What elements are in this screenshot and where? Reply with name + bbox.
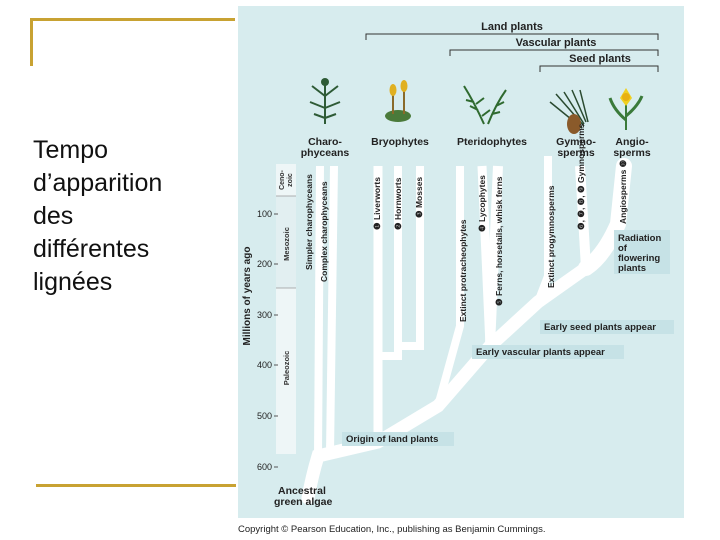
era-paleozoic-band bbox=[276, 288, 296, 454]
slide-text-line: différentes bbox=[33, 235, 150, 263]
branch-label-complex-charophyceans: Complex charophyceans bbox=[319, 181, 329, 282]
branch-label-hornworts: ❷ Hornworts bbox=[393, 177, 403, 230]
era-mesozoic-band bbox=[276, 196, 296, 288]
header-bryophytes: Bryophytes bbox=[371, 136, 429, 148]
slide-text-line: lignées bbox=[33, 268, 113, 296]
origin-land-label: Origin of land plants bbox=[346, 434, 438, 445]
fern-illustration bbox=[463, 85, 507, 125]
group-label-land-plants: Land plants bbox=[481, 21, 543, 33]
early-vascular-label: Early vascular plants appear bbox=[476, 347, 605, 358]
branch-label-extinct-protracheophytes: Extinct protracheophytes bbox=[458, 219, 468, 322]
branch-label-angiosperms: Angiosperms ❿ bbox=[618, 159, 628, 224]
early-seed-label: Early seed plants appear bbox=[544, 322, 656, 333]
origin-land-box bbox=[342, 432, 454, 446]
slide-text-line: des bbox=[33, 202, 74, 230]
angiosperm-illustration bbox=[608, 88, 644, 130]
branch-label-lycophytes: ❹ Lycophytes bbox=[477, 175, 487, 232]
branch-label-gymnosperms: ❻, ❼, ❽, ❾ Gymnosperms bbox=[576, 123, 586, 230]
early-seed-box bbox=[540, 320, 674, 334]
header-gymnosperms-line: Gymno- bbox=[556, 136, 596, 148]
branch-label-extinct-progymnosperms: Extinct progymnosperms bbox=[546, 185, 556, 288]
charophycean-illustration bbox=[309, 78, 341, 124]
slide-text: Tempo d’apparition des différentes ligné… bbox=[33, 134, 233, 299]
axis-label: Millions of years ago bbox=[242, 247, 253, 346]
era-label-mesozoic: Mesozoic bbox=[282, 227, 291, 261]
branch-label-simpler-charophyceans: Simpler charophyceans bbox=[304, 174, 314, 270]
slide-text-line: d’apparition bbox=[33, 169, 163, 197]
era-label-cenozoic-line: zoic bbox=[287, 173, 294, 187]
axis-tick-label: 200 bbox=[257, 259, 272, 269]
bryophyte-illustration bbox=[385, 80, 411, 122]
axis-tick-label: 600 bbox=[257, 462, 272, 472]
header-angiosperms-line: sperms bbox=[613, 147, 651, 159]
axis-tick-label: 100 bbox=[257, 209, 272, 219]
branch-tree bbox=[301, 156, 632, 505]
slide-text-line: Tempo bbox=[33, 136, 109, 164]
header-gymnosperms-line: sperms bbox=[557, 147, 595, 159]
radiation-label-line: flowering bbox=[618, 253, 660, 264]
radiation-box bbox=[614, 230, 670, 274]
seed-plants-bracket bbox=[539, 65, 659, 72]
branch-label-ferns: ❺ Ferns, horsetails, whisk ferns bbox=[494, 176, 504, 306]
header-pteridophytes: Pteridophytes bbox=[457, 136, 527, 148]
decorative-gold-vertical-line bbox=[30, 18, 33, 66]
phylogeny-figure: Land plants Vascular plants Seed plants bbox=[238, 6, 684, 518]
decorative-gold-top-line bbox=[30, 18, 235, 21]
axis-tick-label: 300 bbox=[257, 310, 272, 320]
gymnosperm-illustration bbox=[549, 89, 589, 134]
era-cenozoic-band bbox=[276, 164, 296, 196]
ancestral-label-line: Ancestral bbox=[278, 485, 326, 497]
vascular-plants-bracket bbox=[449, 49, 659, 56]
group-label-vascular-plants: Vascular plants bbox=[516, 37, 597, 49]
radiation-label-line: Radiation bbox=[618, 233, 661, 244]
axis-tick-label: 400 bbox=[257, 360, 272, 370]
axis-tick-label: 500 bbox=[257, 411, 272, 421]
land-plants-bracket bbox=[365, 33, 659, 40]
early-vascular-box bbox=[472, 345, 624, 359]
copyright-text: Copyright © Pearson Education, Inc., pub… bbox=[238, 524, 546, 535]
header-charophyceans-line: Charo- bbox=[308, 136, 342, 148]
era-label-cenozoic-line: Ceno- bbox=[279, 169, 286, 190]
radiation-label-line: of bbox=[618, 243, 628, 254]
header-angiosperms-line: Angio- bbox=[615, 136, 649, 148]
branch-label-liverworts: ❶ Liverworts bbox=[372, 177, 382, 230]
decorative-gold-bottom-line bbox=[36, 484, 236, 487]
era-label-paleozoic: Paleozoic bbox=[282, 351, 291, 386]
group-label-seed-plants: Seed plants bbox=[569, 53, 631, 65]
radiation-label-line: plants bbox=[618, 263, 646, 274]
branch-label-mosses: ❸ Mosses bbox=[414, 177, 424, 218]
ancestral-label-line: green algae bbox=[274, 496, 333, 508]
header-charophyceans-line: phyceans bbox=[301, 147, 350, 159]
phylogeny-diagram: Land plants Vascular plants Seed plants bbox=[242, 21, 674, 508]
